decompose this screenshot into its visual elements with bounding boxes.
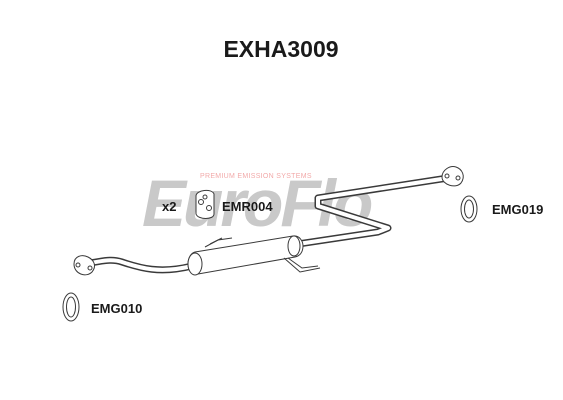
- watermark-brand: EuroFlo: [142, 166, 372, 240]
- gasket-front-part: [62, 292, 80, 322]
- front-flange: [73, 255, 96, 276]
- exhaust-pipe: [73, 166, 464, 276]
- hanger-brackets: [204, 237, 321, 273]
- euroflo-watermark-logo: PREMIUM EMISSION SYSTEMS EuroFlo: [142, 166, 375, 240]
- gasket-rear-label: EMG019: [492, 202, 543, 217]
- gasket-front-label: EMG010: [91, 301, 142, 316]
- silencer: [187, 235, 304, 276]
- gasket-rear-part: [460, 195, 478, 223]
- rubber-hanger-part: [195, 189, 215, 219]
- rubber-quantity-label: x2: [162, 199, 176, 214]
- rubber-part-label: EMR004: [222, 199, 273, 214]
- watermark-tagline: PREMIUM EMISSION SYSTEMS: [200, 173, 312, 180]
- rear-flange: [441, 166, 464, 187]
- part-title: EXHA3009: [223, 36, 338, 62]
